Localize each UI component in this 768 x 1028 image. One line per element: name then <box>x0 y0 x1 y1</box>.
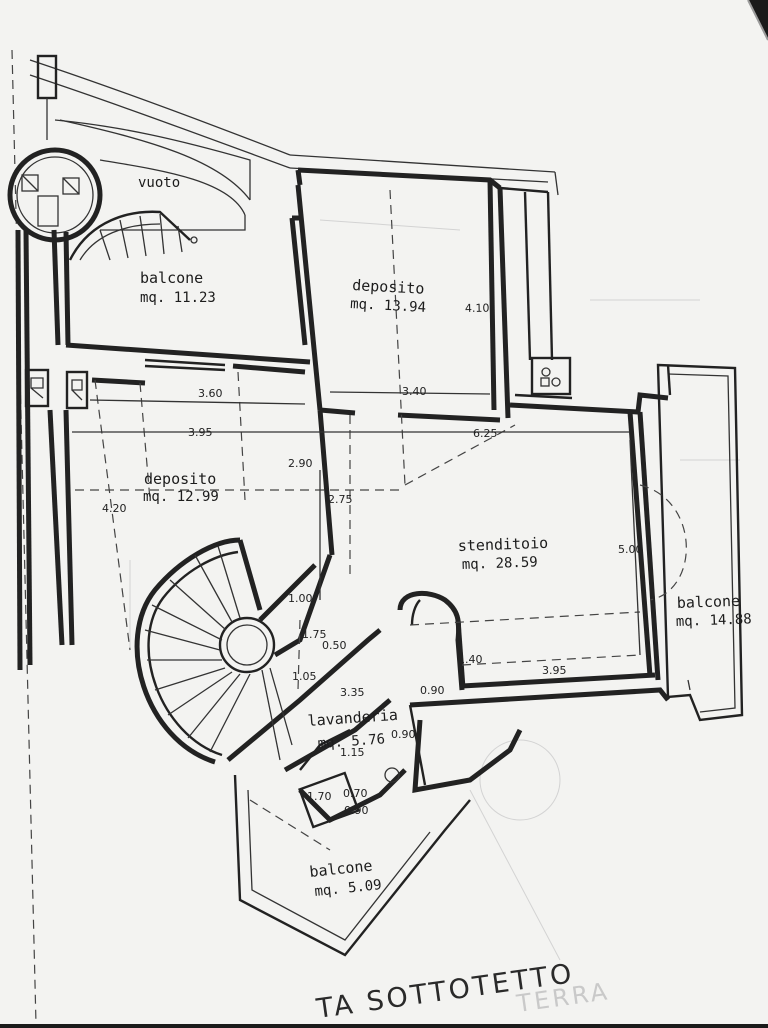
walls <box>15 167 744 957</box>
dim-label: 5.00 <box>618 543 643 556</box>
dim-label: 0.90 <box>391 728 416 741</box>
room-name-deposito-1: deposito <box>352 276 425 298</box>
dim-label: 6.25 <box>473 427 498 440</box>
dim-label: 1.70 <box>307 790 332 803</box>
dim-label: 3.95 <box>188 426 213 439</box>
dim-label: 3.95 <box>542 664 567 677</box>
paper-shadow-edge <box>747 0 768 41</box>
room-name-deposito-2: deposito <box>144 470 216 488</box>
dim-label: 4.20 <box>102 502 127 515</box>
dim-label: 1.15 <box>340 746 365 759</box>
room-area-balcone-3: mq. 5.09 <box>314 877 383 900</box>
dim-label: 4.10 <box>465 302 490 315</box>
dim-label: 3.40 <box>402 385 427 398</box>
dim-label: 3.35 <box>340 686 365 699</box>
top-curves <box>29 59 559 231</box>
room-area-deposito-2: mq. 12.99 <box>143 489 219 505</box>
round-tower <box>7 147 103 243</box>
room-area-lavanderia: mq. 5.76 <box>317 731 385 752</box>
ghost-lines <box>129 219 740 961</box>
spiral-stair <box>134 537 293 765</box>
room-name-stenditoio: stenditoio <box>458 534 549 555</box>
dimension-lines <box>72 189 641 851</box>
room-area-stenditoio: mq. 28.59 <box>462 554 538 573</box>
dim-label: 3.60 <box>198 387 223 400</box>
upper-stair <box>68 210 198 261</box>
dim-label: 1.75 <box>302 628 327 641</box>
dim-label: 1.05 <box>292 670 317 683</box>
dim-label: 1.40 <box>458 653 483 666</box>
bay-arc <box>639 484 687 601</box>
dim-label: 2.90 <box>288 457 313 470</box>
dimension-labels: 4.10 3.60 3.40 3.95 6.25 2.90 2.75 4.20 … <box>102 302 643 817</box>
room-area-balcone-1: mq. 11.23 <box>140 290 216 306</box>
dim-label: 2.75 <box>328 493 353 506</box>
dim-label: 0.90 <box>344 804 369 817</box>
dim-label: 0.50 <box>322 639 347 652</box>
room-area-deposito-1: mq. 13.94 <box>350 296 427 316</box>
dim-label: 1.00 <box>288 592 313 605</box>
dim-label: 0.90 <box>420 684 445 697</box>
room-area-balcone-2: mq. 14.88 <box>676 611 752 630</box>
margin-line <box>11 49 37 1025</box>
room-name-balcone-2: balcone <box>677 592 741 612</box>
dim-label: 0.70 <box>343 787 368 800</box>
room-name-balcone-1: balcone <box>140 269 203 287</box>
void-label: vuoto <box>138 175 180 191</box>
